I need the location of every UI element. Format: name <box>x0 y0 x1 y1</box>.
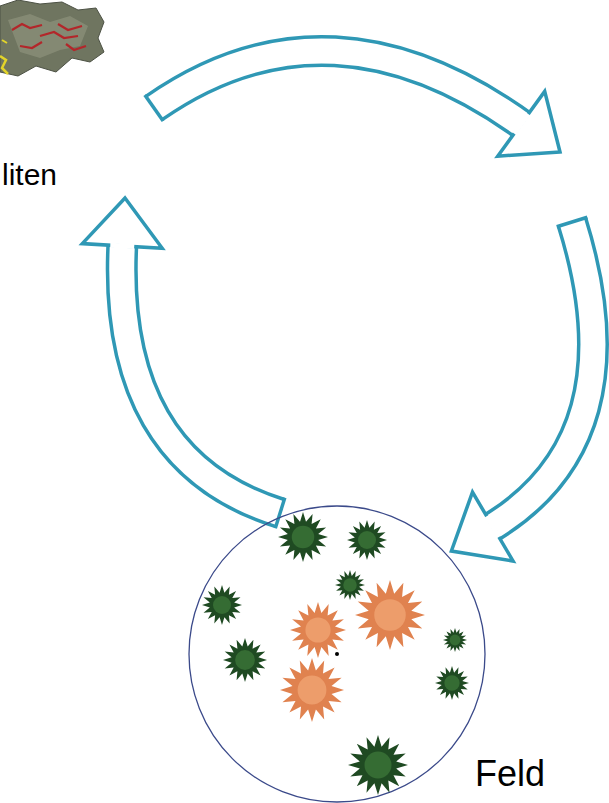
plot-circle <box>189 506 485 802</box>
field-plot-node: Feld <box>185 505 565 803</box>
cycle-arrow <box>82 198 285 528</box>
node-label: liten <box>2 158 57 193</box>
node-label: Feld <box>475 753 545 794</box>
satellite-image-node: liten <box>0 0 150 200</box>
